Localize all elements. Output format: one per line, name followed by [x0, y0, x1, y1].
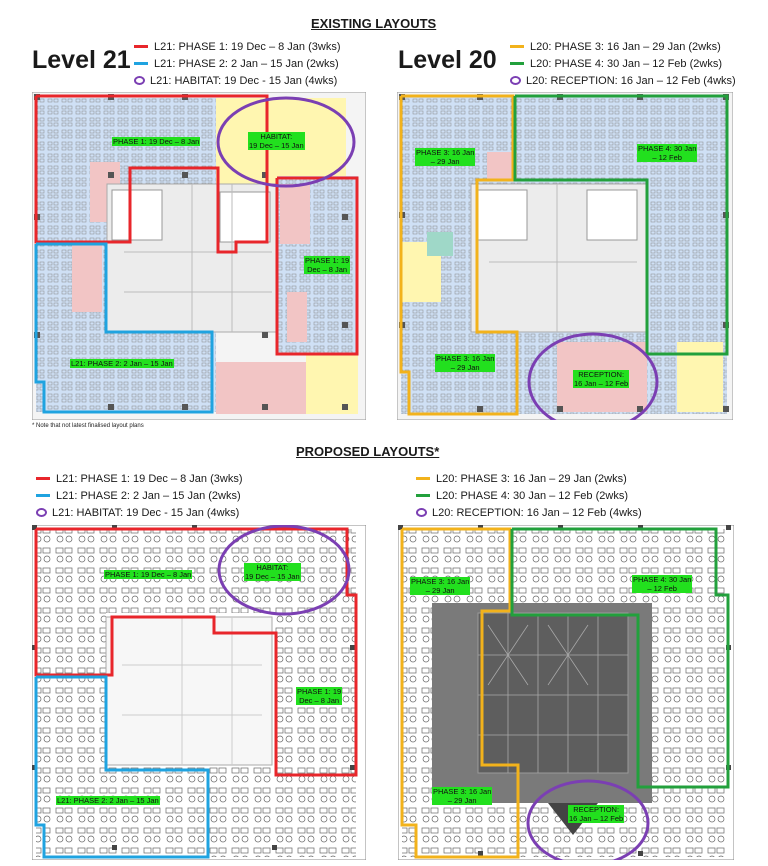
- legend-phase1: L21: PHASE 1: 19 Dec – 8 Jan (3wks): [56, 472, 243, 485]
- proposed-layouts-title: PROPOSED LAYOUTS*: [296, 444, 440, 459]
- existing-l21-legend: L21: PHASE 1: 19 Dec – 8 Jan (3wks) L21:…: [134, 38, 340, 89]
- tag-phase2: L21: PHASE 2: 2 Jan – 15 Jan: [56, 796, 160, 805]
- proposed-l21-legend: L21: PHASE 1: 19 Dec – 8 Jan (3wks) L21:…: [36, 470, 242, 521]
- existing-l21-floor-plan: PHASE 1: 19 Dec – 8 Jan HABITAT: 19 Dec …: [32, 92, 366, 420]
- tag-phase1-top: PHASE 1: 19 Dec – 8 Jan: [112, 137, 201, 146]
- reception-swatch: [416, 508, 427, 517]
- legend-phase2: L21: PHASE 2: 2 Jan – 15 Jan (2wks): [154, 57, 339, 70]
- legend-reception: L20: RECEPTION: 16 Jan – 12 Feb (4wks): [432, 506, 642, 519]
- phase3-swatch: [510, 45, 524, 48]
- tag-phase3-top: PHASE 3: 16 Jan – 29 Jan: [415, 148, 476, 166]
- legend-habitat: L21: HABITAT: 19 Dec - 15 Jan (4wks): [150, 74, 338, 87]
- layout-note: * Note that not latest finalised layout …: [32, 423, 144, 429]
- habitat-swatch: [36, 508, 47, 517]
- existing-layouts-title: EXISTING LAYOUTS: [311, 16, 437, 31]
- tag-phase2: L21: PHASE 2: 2 Jan – 15 Jan: [70, 359, 174, 368]
- tag-phase3-top: PHASE 3: 16 Jan – 29 Jan: [410, 577, 471, 595]
- phase1-swatch: [134, 45, 148, 48]
- level-21-title: Level 21: [32, 46, 131, 74]
- existing-l20-floor-plan: PHASE 3: 16 Jan – 29 Jan PHASE 4: 30 Jan…: [397, 92, 733, 420]
- tag-phase1-top: PHASE 1: 19 Dec – 8 Jan: [104, 570, 193, 579]
- tag-phase1-right: PHASE 1: 19 Dec – 8 Jan: [304, 256, 351, 274]
- habitat-swatch: [134, 76, 145, 85]
- proposed-l20-floor-plan: PHASE 3: 16 Jan – 29 Jan PHASE 4: 30 Jan…: [398, 525, 734, 860]
- tag-phase3-bottom: PHASE 3: 16 Jan – 29 Jan: [435, 354, 496, 372]
- tag-habitat: HABITAT: 19 Dec – 15 Jan: [244, 563, 301, 581]
- tag-habitat: HABITAT: 19 Dec – 15 Jan: [248, 132, 305, 150]
- tag-phase3-bottom: PHASE 3: 16 Jan – 29 Jan: [432, 787, 493, 805]
- legend-habitat: L21: HABITAT: 19 Dec - 15 Jan (4wks): [52, 506, 240, 519]
- phase4-swatch: [510, 62, 524, 65]
- tag-reception: RECEPTION: 16 Jan – 12 Feb: [573, 370, 630, 388]
- phase3-swatch: [416, 477, 430, 480]
- legend-phase3: L20: PHASE 3: 16 Jan – 29 Jan (2wks): [530, 40, 721, 53]
- tag-phase4: PHASE 4: 30 Jan – 12 Feb: [632, 575, 693, 593]
- phase2-swatch: [134, 62, 148, 65]
- phase4-swatch: [416, 494, 430, 497]
- phase1-swatch: [36, 477, 50, 480]
- legend-phase4: L20: PHASE 4: 30 Jan – 12 Feb (2wks): [530, 57, 722, 70]
- legend-reception: L20: RECEPTION: 16 Jan – 12 Feb (4wks): [526, 74, 736, 87]
- tag-phase1-right: PHASE 1: 19 Dec – 8 Jan: [296, 687, 343, 705]
- legend-phase2: L21: PHASE 2: 2 Jan – 15 Jan (2wks): [56, 489, 241, 502]
- legend-phase4: L20: PHASE 4: 30 Jan – 12 Feb (2wks): [436, 489, 628, 502]
- tag-reception: RECEPTION: 16 Jan – 12 Feb: [568, 805, 625, 823]
- tag-phase4: PHASE 4: 30 Jan – 12 Feb: [637, 144, 698, 162]
- proposed-l21-floor-plan: PHASE 1: 19 Dec – 8 Jan HABITAT: 19 Dec …: [32, 525, 366, 860]
- reception-swatch: [510, 76, 521, 85]
- existing-l20-legend: L20: PHASE 3: 16 Jan – 29 Jan (2wks) L20…: [510, 38, 736, 89]
- level-20-title: Level 20: [398, 46, 497, 74]
- legend-phase3: L20: PHASE 3: 16 Jan – 29 Jan (2wks): [436, 472, 627, 485]
- legend-phase1: L21: PHASE 1: 19 Dec – 8 Jan (3wks): [154, 40, 341, 53]
- phase2-swatch: [36, 494, 50, 497]
- proposed-l20-legend: L20: PHASE 3: 16 Jan – 29 Jan (2wks) L20…: [416, 470, 642, 521]
